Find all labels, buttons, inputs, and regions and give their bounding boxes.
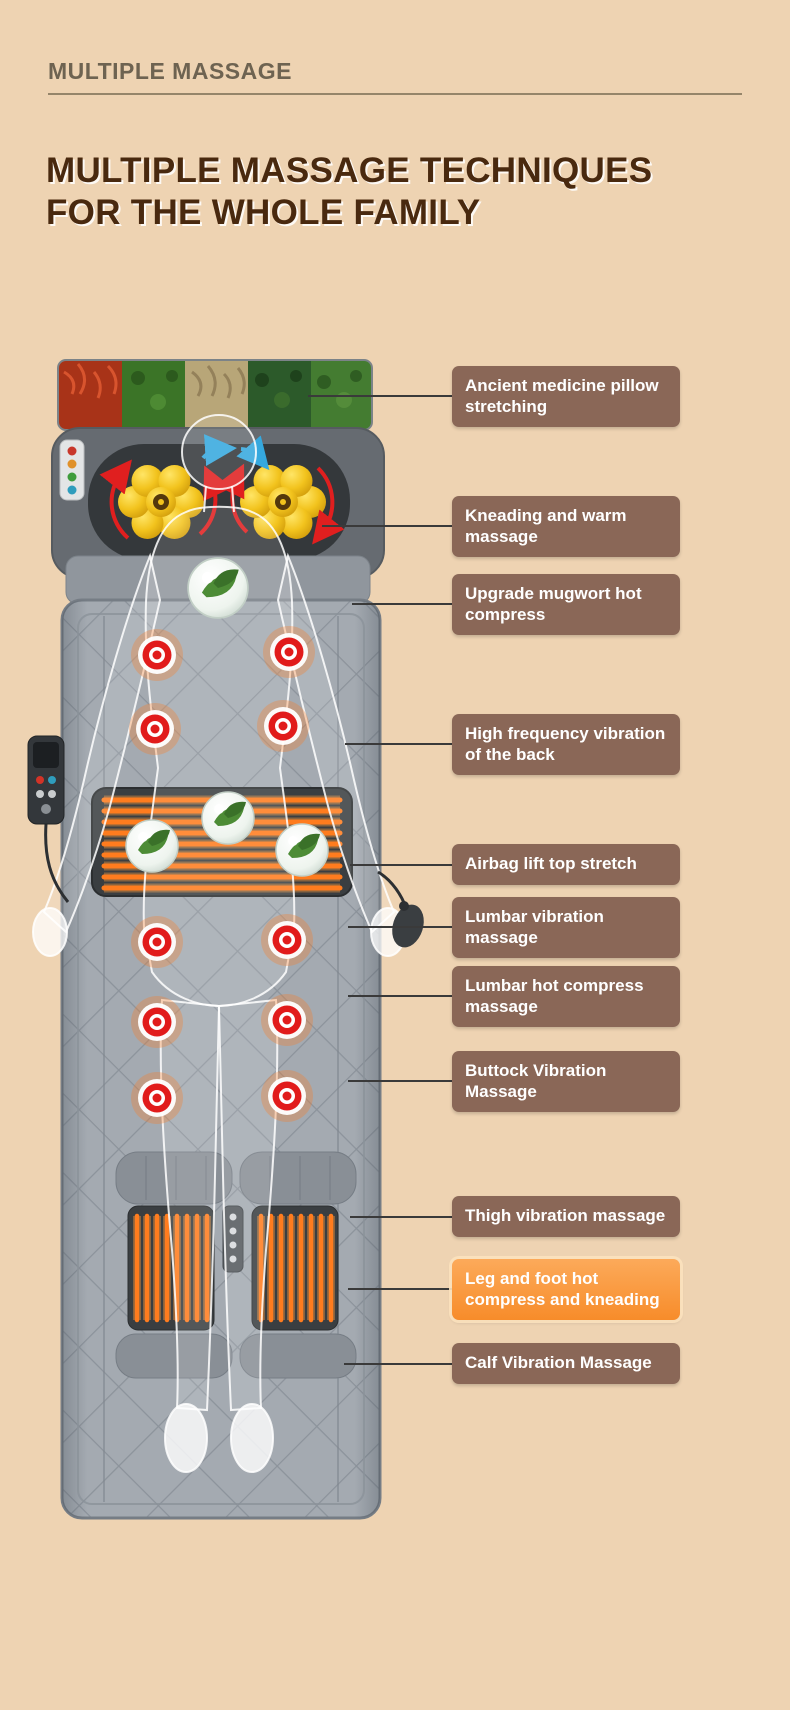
callout-box: Ancient medicine pillow stretching xyxy=(452,366,680,428)
leg-control-strip xyxy=(222,1205,244,1273)
callout-box: Lumbar hot compress massage xyxy=(452,966,680,1028)
callout-label: High frequency vibration of the back xyxy=(465,724,666,764)
callout-box: Lumbar vibration massage xyxy=(452,897,680,959)
callout-connector xyxy=(308,395,452,397)
kneading-balls-right xyxy=(240,465,326,539)
kneading-balls-left xyxy=(118,465,204,539)
callout-label: Leg and foot hot compress and kneading xyxy=(465,1269,660,1309)
callout-box: Thigh vibration massage xyxy=(452,1196,680,1237)
neck-kneading-massager xyxy=(51,427,385,579)
callout-connector xyxy=(348,1288,452,1290)
leg-heating-pad-right xyxy=(251,1205,339,1331)
callout-label: Thigh vibration massage xyxy=(465,1206,666,1225)
leg-heating-pad-left xyxy=(127,1205,215,1331)
callout-box: Airbag lift top stretch xyxy=(452,844,680,885)
callout-connector xyxy=(345,743,452,745)
callout-connector xyxy=(348,995,452,997)
callout-label: Calf Vibration Massage xyxy=(465,1353,652,1372)
body-silhouette xyxy=(32,414,406,1473)
leg-massage-section xyxy=(115,1151,357,1379)
callout-connector xyxy=(350,864,452,866)
calf-roller-right xyxy=(239,1333,357,1379)
callout-box: Leg and foot hot compress and kneading xyxy=(452,1259,680,1321)
callout-connector xyxy=(344,1363,452,1365)
callout-label: Lumbar hot compress massage xyxy=(465,976,644,1016)
divider-rule xyxy=(48,93,742,95)
callout-box: Upgrade mugwort hot compress xyxy=(452,574,680,636)
callout-box: Calf Vibration Massage xyxy=(452,1343,680,1384)
remote-control xyxy=(27,735,70,903)
callout-connector xyxy=(352,603,452,605)
callout-box: Buttock Vibration Massage xyxy=(452,1051,680,1113)
callout-label: Airbag lift top stretch xyxy=(465,854,637,873)
callout-box: High frequency vibration of the back xyxy=(452,714,680,776)
callout-connector xyxy=(350,1216,452,1218)
title-line-1: MULTIPLE MASSAGE TECHNIQUES xyxy=(46,151,653,190)
callout-label: Kneading and warm massage xyxy=(465,506,627,546)
callout-label: Ancient medicine pillow stretching xyxy=(465,376,659,416)
callout-label: Upgrade mugwort hot compress xyxy=(465,584,642,624)
section-eyebrow: MULTIPLE MASSAGE xyxy=(48,58,292,84)
pillow-control-buttons xyxy=(59,439,85,501)
callout-box: Kneading and warm massage xyxy=(452,496,680,558)
callout-label: Buttock Vibration Massage xyxy=(465,1061,607,1101)
calf-roller-left xyxy=(115,1333,233,1379)
callout-connector xyxy=(322,525,452,527)
callout-connector xyxy=(348,1080,452,1082)
callout-label: Lumbar vibration massage xyxy=(465,907,604,947)
title-line-2: FOR THE WHOLE FAMILY xyxy=(46,193,481,232)
callout-connector xyxy=(348,926,452,928)
